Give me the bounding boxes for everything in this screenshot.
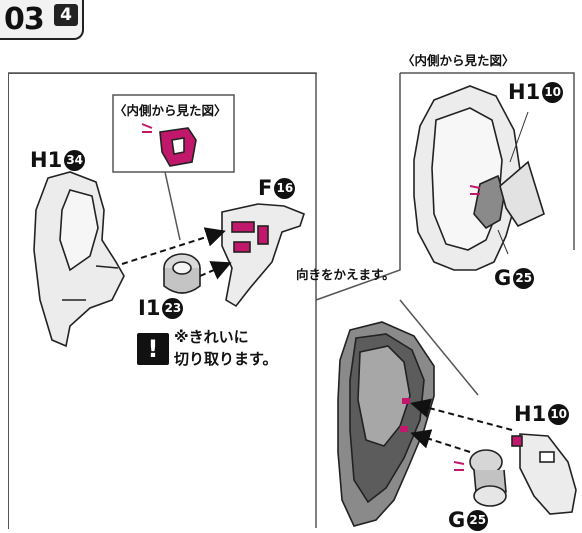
part-number-badge: 10 <box>548 403 570 425</box>
bottom-magenta-marks <box>453 461 465 471</box>
part-number-badge: 23 <box>162 297 184 319</box>
part-h1-34-drawing <box>33 171 125 348</box>
part-number-badge: 34 <box>64 149 86 171</box>
inset-small-part <box>159 127 197 167</box>
inside-view-shell <box>413 85 521 271</box>
assembled-shell-marks <box>400 398 410 432</box>
part-label-g-25-right: G 25 <box>494 266 535 290</box>
assembled-shell <box>337 321 435 527</box>
inside-view-caption-left: 〈内側から見た図〉 <box>114 103 227 118</box>
inside-view-leaders <box>497 111 529 255</box>
part-label-h1-34: H1 34 <box>30 148 86 172</box>
caution-icon: ! <box>137 333 169 365</box>
part-label-f-16: F 16 <box>258 176 296 200</box>
part-number-badge: 16 <box>274 177 296 199</box>
right-inset-frame <box>315 72 575 396</box>
part-code: H1 <box>508 80 541 104</box>
caution-note-line1: ※きれいに <box>174 328 249 346</box>
inside-view-part <box>473 160 545 230</box>
part-i1-23-drawing <box>163 253 201 294</box>
part-code: G <box>448 508 466 532</box>
inset-small-marks <box>141 123 153 133</box>
part-code: H1 <box>514 402 547 426</box>
part-g-25-drawing <box>469 449 507 507</box>
turn-direction-caption: 向きをかえます。 <box>296 267 395 282</box>
assembly-arrows-right <box>410 398 513 453</box>
part-code: H1 <box>30 148 63 172</box>
part-code: G <box>494 266 512 290</box>
frame-edges <box>8 72 317 528</box>
inside-view-caption-right: 〈内側から見た図〉 <box>402 53 515 68</box>
caution-note: ※きれいに 切り取ります。 <box>174 326 278 370</box>
part-f-16-drawing <box>221 203 305 308</box>
part-label-h1-10-bottom: H1 10 <box>514 402 570 426</box>
part-number-badge: 25 <box>513 267 535 289</box>
part-label-h1-10-top: H1 10 <box>508 80 564 104</box>
part-number-badge: 25 <box>467 509 489 531</box>
left-inset-frame <box>112 94 235 241</box>
part-h1-10-drawing <box>511 433 577 515</box>
caution-note-line2: 切り取ります。 <box>174 350 278 368</box>
part-label-g-25-bottom: G 25 <box>448 508 489 532</box>
part-label-i1-23: I1 23 <box>138 296 184 320</box>
step-number: 03 <box>4 2 45 37</box>
step-sub-number: 4 <box>54 4 78 26</box>
inside-view-marks <box>469 185 481 195</box>
part-number-badge: 10 <box>542 81 564 103</box>
part-code: I1 <box>138 296 161 320</box>
part-code: F <box>258 176 273 200</box>
assembly-arrows-left <box>121 227 232 280</box>
